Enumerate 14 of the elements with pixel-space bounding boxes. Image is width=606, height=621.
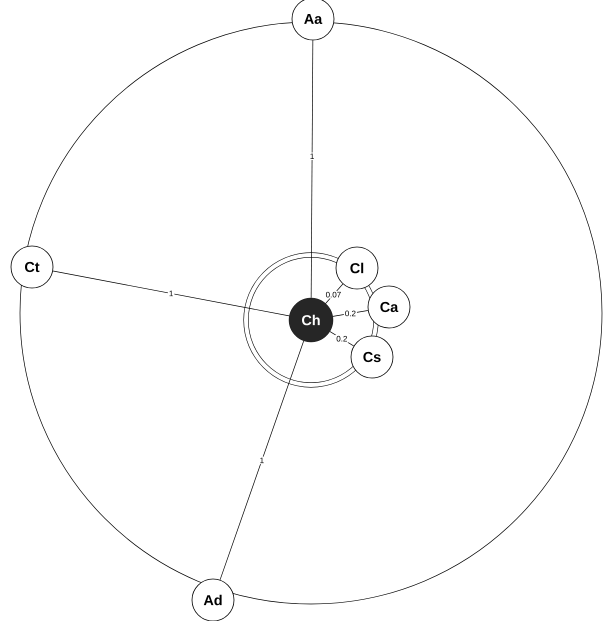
circle-node: Cs	[350, 336, 394, 378]
line	[330, 331, 354, 346]
edge-label: 1	[258, 456, 266, 464]
circle-node: Ct	[10, 246, 54, 288]
line	[220, 340, 304, 580]
line	[52, 270, 290, 316]
edge-label: 0.2	[344, 310, 357, 318]
line	[310, 40, 314, 298]
circle-node: Ad	[192, 578, 234, 621]
circle-node: Ch	[288, 298, 334, 342]
line	[332, 310, 368, 317]
node-label: Ad	[204, 594, 222, 606]
circle-node: Cl	[336, 246, 378, 290]
circle-node: Ca	[368, 286, 410, 328]
